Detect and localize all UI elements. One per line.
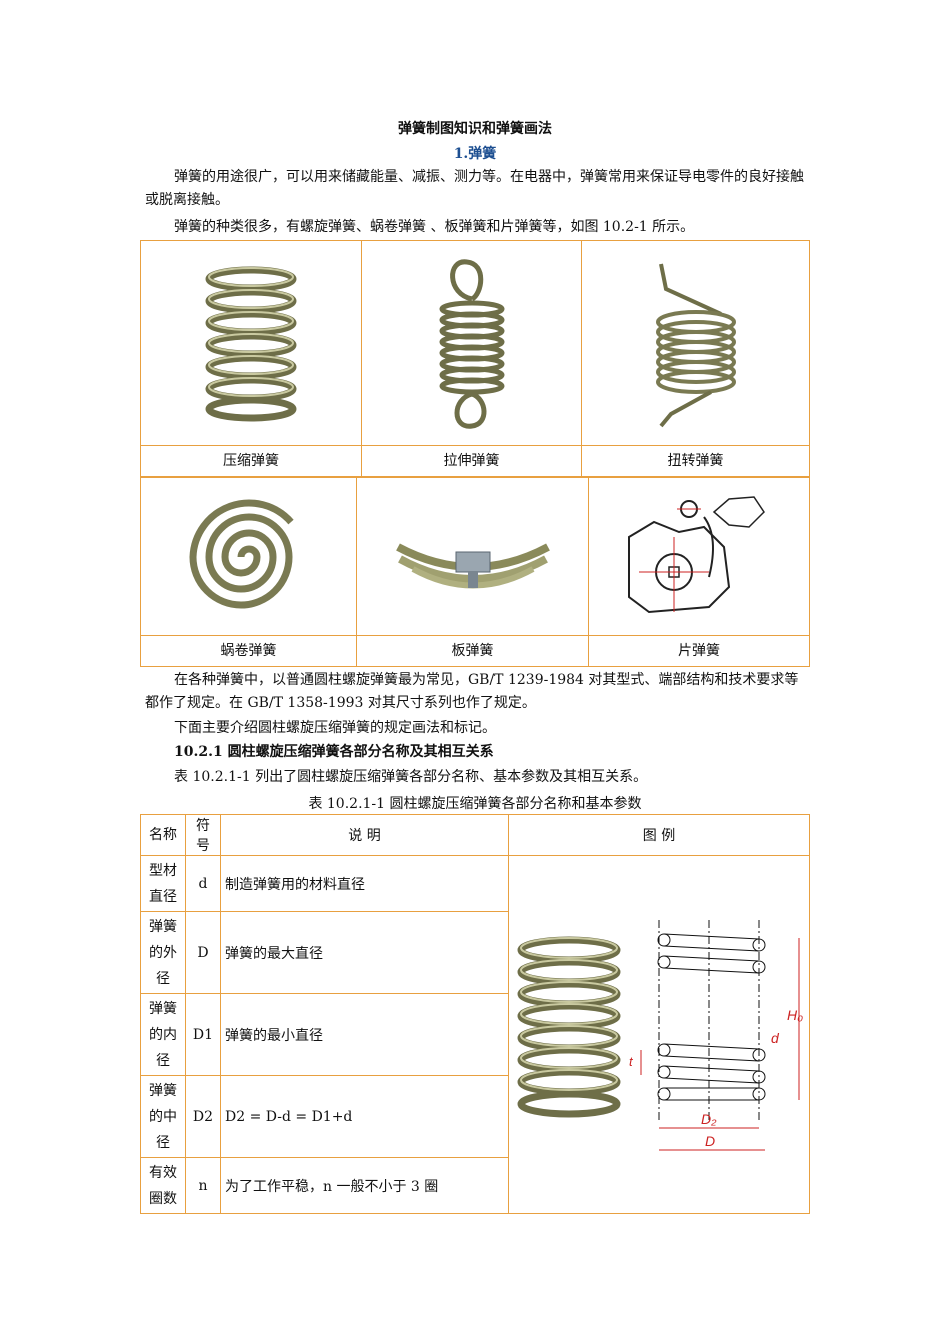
illustration-cell: H₀ d t D₂ D [508,855,810,1214]
figure-cell-spiral: 蜗卷弹簧 [141,478,357,666]
name-line: 的外 [149,944,177,961]
table-row: 弹簧 的内 径 D1 弹簧的最小直径 [140,993,810,1076]
figure-cell-torsion: 扭转弹簧 [582,241,809,476]
label-d2: D₂ [701,1111,717,1127]
row-name-cell: 型材 直径 [140,855,186,912]
label-h0: H₀ [787,1007,803,1023]
row-description-cell: 弹簧的最小直径 [220,993,509,1076]
table-row: 型材 直径 d 制造弹簧用的材料直径 [140,855,810,1214]
header-illustration: 图 例 [508,814,810,856]
table-header-row: 名称 符号 说 明 图 例 [140,814,810,856]
label-t: t [629,1054,634,1069]
name-line: 有效 [149,1164,177,1181]
name-line: 的内 [149,1026,177,1043]
row-name-cell: 有效 圈数 [140,1157,186,1214]
section-subtitle: 1.弹簧 [453,146,497,162]
flat-spring-icon [628,496,765,614]
name-line: 直径 [149,888,177,905]
table-row: 有效 圈数 n 为了工作平稳，n 一般不小于 3 圈 [140,1157,810,1214]
figure-cell-tension: 拉伸弹簧 [362,241,582,476]
name-line: 的中 [149,1108,177,1125]
row-description-cell: 制造弹簧用的材料直径 [220,855,509,912]
row-description-cell: 为了工作平稳，n 一般不小于 3 圈 [220,1157,509,1214]
row-name-cell: 弹簧 的内 径 [140,993,186,1076]
spiral-spring-icon [188,499,294,609]
caption-torsion: 扭转弹簧 [582,445,809,476]
row-symbol-cell: n [185,1157,221,1214]
name-line: 径 [156,970,170,987]
paragraph-table-intro: 表 10.2.1-1 列出了圆柱螺旋压缩弹簧各部分名称、基本参数及其相互关系。 [174,769,648,785]
table-caption: 表 10.2.1-1 圆柱螺旋压缩弹簧各部分名称和基本参数 [308,796,642,812]
label-outer-d: D [705,1133,715,1149]
caption-tension: 拉伸弹簧 [362,445,581,476]
figure-cell-leaf: 板弹簧 [357,478,589,666]
caption-compression: 压缩弹簧 [141,445,361,476]
paragraph-standards: 在各种弹簧中，以普通圆柱螺旋弹簧最为常见，GB/T 1239-1984 对其型式… [145,672,799,711]
row-symbol-cell: D1 [185,993,221,1076]
header-name: 名称 [140,814,186,856]
compression-spring-icon [205,266,297,421]
paragraph-usage: 弹簧的用途很广，可以用来储藏能量、减振、测力等。在电器中，弹簧常用来保证导电零件… [145,169,804,208]
paragraph-intro: 下面主要介绍圆柱螺旋压缩弹簧的规定画法和标记。 [174,720,496,736]
figure-cell-flat: 片弹簧 [589,478,809,666]
name-line: 型材 [149,862,177,879]
spring-dimension-drawing: H₀ d t D₂ D [517,919,803,1150]
row-description-cell: 弹簧的最大直径 [220,911,509,994]
figure-cell-compression: 压缩弹簧 [141,241,362,476]
caption-flat: 片弹簧 [589,635,809,666]
table-row: 弹簧 的外 径 D 弹簧的最大直径 [140,911,810,994]
name-line: 径 [156,1052,170,1069]
leaf-spring-image [357,478,588,636]
name-line: 圈数 [149,1190,177,1207]
section-heading-10-2-1: 10.2.1 圆柱螺旋压缩弹簧各部分名称及其相互关系 [174,744,494,760]
spiral-spring-image [141,478,356,636]
flat-spring-image [589,478,809,636]
name-line: 弹簧 [149,1000,177,1017]
row-description-cell: D2 = D-d = D1+d [220,1075,509,1158]
torsion-spring-icon [655,263,736,427]
name-line: 径 [156,1134,170,1151]
dimension-lines [640,937,800,1150]
spring-section-drawing [657,919,766,1120]
row-name-cell: 弹簧 的中 径 [140,1075,186,1158]
header-symbol: 符号 [185,814,221,856]
label-d: d [771,1030,780,1046]
header-description: 说 明 [220,814,509,856]
name-line: 弹簧 [149,918,177,935]
compression-spring-image [141,241,361,446]
row-symbol-cell: D [185,911,221,994]
spring-parameter-table: 名称 符号 说 明 图 例 型材 直径 d 制造弹簧用的材料直径 [140,814,810,1214]
caption-spiral: 蜗卷弹簧 [141,635,356,666]
tension-spring-icon [439,258,504,429]
row-name-cell: 弹簧 的外 径 [140,911,186,994]
row-symbol-cell: D2 [185,1075,221,1158]
figure-row-2: 蜗卷弹簧 板弹簧 [140,477,810,667]
row-symbol-cell: d [185,855,221,912]
name-line: 弹簧 [149,1082,177,1099]
caption-leaf: 板弹簧 [357,635,588,666]
figure-row-1: 压缩弹簧 拉伸弹簧 [140,240,810,477]
tension-spring-image [362,241,581,446]
document-title: 弹簧制图知识和弹簧画法 [398,121,552,137]
leaf-spring-icon [395,543,550,589]
paragraph-types: 弹簧的种类很多，有螺旋弹簧、蜗卷弹簧 、板弹簧和片弹簧等，如图 10.2-1 所… [174,219,695,235]
torsion-spring-image [582,241,809,446]
